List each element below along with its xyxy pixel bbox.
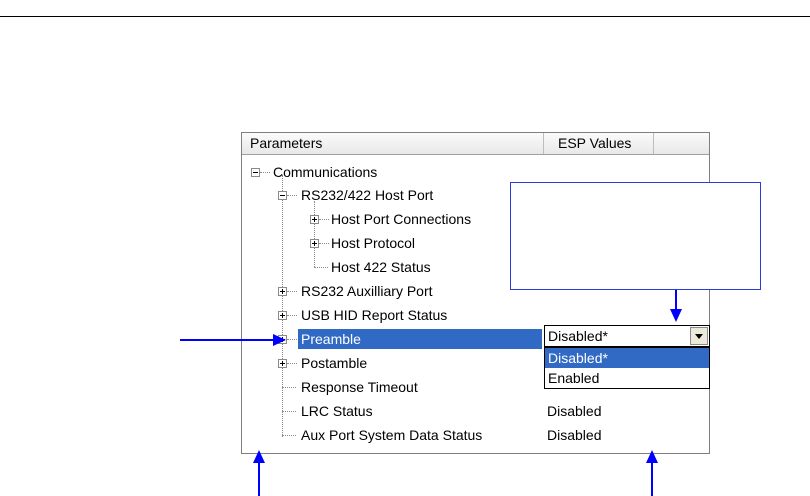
combobox-current-value: Disabled*: [548, 328, 608, 344]
tree-line: [287, 195, 297, 196]
expand-toggle-rs232-aux-port[interactable]: [278, 287, 287, 296]
annotation-arrow: [651, 463, 653, 496]
column-header: Parameters ESP Values: [242, 133, 709, 155]
tree-item-preamble-label: Preamble: [301, 331, 361, 347]
preamble-value-combobox[interactable]: Disabled*: [544, 325, 710, 347]
tree-item-postamble[interactable]: Postamble: [301, 355, 368, 371]
tree-line: [287, 363, 297, 364]
column-header-parameters[interactable]: Parameters: [242, 133, 544, 154]
annotation-arrow: [258, 463, 260, 496]
expand-toggle-host-port-connections[interactable]: [310, 215, 319, 224]
tree-line: [282, 411, 296, 412]
tree-item-aux-port-system-data-status[interactable]: Aux Port System Data Status: [301, 427, 483, 443]
tree-line: [314, 201, 315, 267]
annotation-arrow: [180, 339, 275, 341]
tree-item-communications[interactable]: Communications: [273, 164, 378, 180]
tree-item-host-protocol[interactable]: Host Protocol: [331, 235, 416, 251]
collapse-toggle-communications[interactable]: [251, 168, 260, 177]
value-aux-port-system-data-status[interactable]: Disabled: [547, 427, 602, 443]
column-header-esp-values[interactable]: ESP Values: [544, 133, 654, 154]
tree-item-rs232-aux-port[interactable]: RS232 Auxilliary Port: [301, 283, 433, 299]
tree-item-preamble[interactable]: Preamble: [298, 329, 542, 349]
annotation-arrow: [675, 290, 677, 310]
dropdown-option-disabled[interactable]: Disabled*: [545, 348, 709, 368]
expand-toggle-host-protocol[interactable]: [310, 239, 319, 248]
tree-line: [287, 291, 297, 292]
top-rule: [0, 16, 810, 17]
tree-item-lrc-status[interactable]: LRC Status: [301, 403, 373, 419]
tree-line: [282, 175, 283, 437]
annotation-arrow-head: [273, 334, 286, 346]
tree-item-host-422-status[interactable]: Host 422 Status: [331, 259, 431, 275]
preamble-dropdown-list: Disabled* Enabled: [544, 347, 710, 389]
tree-line: [319, 219, 329, 220]
annotation-arrow-head: [670, 309, 682, 322]
parameters-panel: Parameters ESP Values Communications RS2…: [241, 132, 710, 454]
dropdown-arrow-icon[interactable]: [690, 327, 708, 345]
tree-item-rs232-host-port[interactable]: RS232/422 Host Port: [301, 187, 434, 203]
tree-line: [287, 315, 297, 316]
annotation-arrow-head: [646, 450, 658, 463]
tree-line: [282, 387, 296, 388]
tree-line: [282, 435, 296, 436]
tree-line: [319, 243, 329, 244]
tree-line: [314, 267, 328, 268]
tree-line: [260, 172, 270, 173]
expand-toggle-usb-hid[interactable]: [278, 311, 287, 320]
tree-item-usb-hid-report-status[interactable]: USB HID Report Status: [301, 307, 448, 323]
annotation-arrow-head: [253, 450, 265, 463]
tree-line: [287, 339, 297, 340]
expand-toggle-postamble[interactable]: [278, 359, 287, 368]
tree-item-host-port-connections[interactable]: Host Port Connections: [331, 211, 472, 227]
annotation-callout-box: [510, 182, 761, 290]
tree-item-response-timeout[interactable]: Response Timeout: [301, 379, 418, 395]
collapse-toggle-rs232-host-port[interactable]: [278, 191, 287, 200]
dropdown-option-enabled[interactable]: Enabled: [548, 370, 600, 386]
value-lrc-status[interactable]: Disabled: [547, 403, 602, 419]
